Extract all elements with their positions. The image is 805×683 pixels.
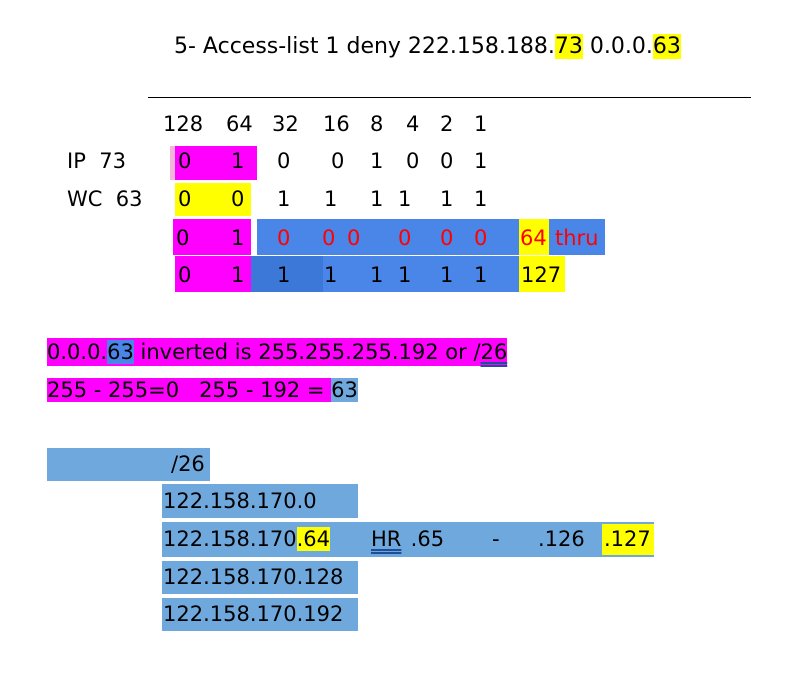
inverted-26: 26 — [480, 340, 508, 364]
prefix-bar — [47, 448, 210, 481]
ip-bit-128: 0 — [178, 149, 192, 173]
low-range-thru: thru — [555, 226, 599, 250]
subnet-0-box — [162, 484, 358, 518]
low-bit-4: 0 — [398, 226, 412, 250]
wc-bit-16: 1 — [324, 187, 338, 211]
bit-header-16: 16 — [323, 112, 350, 136]
low-bit-1: 0 — [474, 226, 488, 250]
low-bit-32: 0 — [277, 226, 291, 250]
low-bit-16: 0 — [322, 226, 336, 250]
bit-header-4: 4 — [406, 112, 420, 136]
wc-row-label: WC 63 — [67, 187, 143, 211]
bit-header-128: 128 — [163, 112, 204, 136]
bit-header-64: 64 — [226, 112, 253, 136]
high-bit-16: 1 — [324, 263, 338, 287]
inverted-63: 63 — [107, 340, 134, 364]
inverted-line: 0.0.0.63 inverted is 255.255.255.192 or … — [47, 338, 508, 366]
ip-bit-4: 0 — [406, 149, 420, 173]
inverted-prefix: 0.0.0. — [47, 340, 108, 364]
low-row-fixed-bits — [173, 219, 251, 255]
host-range-label: HR — [371, 527, 402, 551]
wc-highlight — [175, 183, 251, 216]
host-range-end: .126 — [538, 527, 585, 551]
subnet-64-base: 122.158.170 — [163, 527, 297, 551]
subnet-128: 122.158.170.128 — [163, 565, 344, 589]
prefix-label: /26 — [171, 452, 205, 476]
wc-bit-2: 1 — [440, 187, 454, 211]
subnet-0: 122.158.170.0 — [163, 489, 317, 513]
title-ip-octet: 73 — [554, 34, 583, 59]
high-row-host-bits — [323, 256, 519, 292]
host-range-dash: - — [492, 527, 500, 551]
ip-bit-8: 1 — [370, 149, 384, 173]
inverted-mid: inverted is 255.255.255.192 or / — [133, 340, 481, 364]
subnet-64-octet: .64 — [296, 527, 331, 551]
bit-header-8: 8 — [370, 112, 384, 136]
low-bit-2: 0 — [440, 226, 454, 250]
title-wc-octet: 63 — [652, 34, 681, 59]
wc-bit-4: 1 — [398, 187, 412, 211]
ip-bit-16: 0 — [331, 149, 345, 173]
low-bit-8: 0 — [347, 226, 361, 250]
ip-highlight — [175, 146, 257, 180]
ip-bit-2: 0 — [440, 149, 454, 173]
low-thru-highlight — [549, 219, 605, 255]
subtraction-line: 255 - 255=0 255 - 192 = 63 — [47, 376, 358, 405]
wc-bit-32: 1 — [277, 187, 291, 211]
subtraction-63: 63 — [331, 378, 358, 402]
broadcast-octet: .127 — [604, 527, 651, 551]
high-bit-1: 1 — [474, 263, 488, 287]
high-range-value: 127 — [521, 263, 562, 287]
bit-header-32: 32 — [272, 112, 299, 136]
title-prefix: 5- Access-list 1 deny 222.158.188. — [174, 34, 555, 59]
subtraction-main: 255 - 255=0 255 - 192 = — [47, 378, 332, 402]
wc-bit-128: 0 — [178, 187, 192, 211]
subnet-64-line: 122.158.170.64 — [163, 527, 331, 551]
high-bit-32: 1 — [277, 263, 291, 287]
ip-bit-32: 0 — [277, 149, 291, 173]
page-title: 5- Access-list 1 deny 222.158.188.73 0.0… — [174, 34, 681, 59]
ip-bit-1: 1 — [474, 149, 488, 173]
low-row-host-bits — [257, 219, 519, 255]
low-bit-128: 0 — [176, 226, 190, 250]
high-row-host-bits-dark — [251, 256, 323, 292]
low-range-value: 64 — [520, 226, 547, 250]
low-bit-64: 1 — [231, 226, 245, 250]
bit-header-1: 1 — [474, 112, 488, 136]
host-range-start: .65 — [404, 527, 445, 551]
high-bit-8: 1 — [370, 263, 384, 287]
ip-bit-64: 1 — [231, 149, 245, 173]
title-middle: 0.0.0. — [582, 34, 653, 59]
divider-line — [148, 97, 751, 98]
high-bit-64: 1 — [231, 263, 245, 287]
wc-bit-64: 0 — [231, 187, 245, 211]
high-bit-2: 1 — [440, 263, 454, 287]
high-value-highlight — [519, 256, 565, 292]
high-bit-128: 0 — [178, 263, 192, 287]
subnet-192: 122.158.170.192 — [163, 602, 344, 626]
broadcast-highlight — [602, 524, 654, 555]
high-bit-4: 1 — [398, 263, 412, 287]
ip-row-label: IP 73 — [67, 149, 126, 173]
subnet-128-box — [162, 561, 358, 594]
wc-bit-8: 1 — [370, 187, 384, 211]
low-value-highlight — [519, 219, 549, 255]
subnet-192-box — [162, 598, 358, 631]
subnet-64-box — [162, 522, 654, 557]
ip-highlight-edge — [170, 146, 175, 180]
wc-bit-1: 1 — [474, 187, 488, 211]
high-row-fixed-bits — [175, 256, 251, 292]
bit-header-2: 2 — [440, 112, 454, 136]
